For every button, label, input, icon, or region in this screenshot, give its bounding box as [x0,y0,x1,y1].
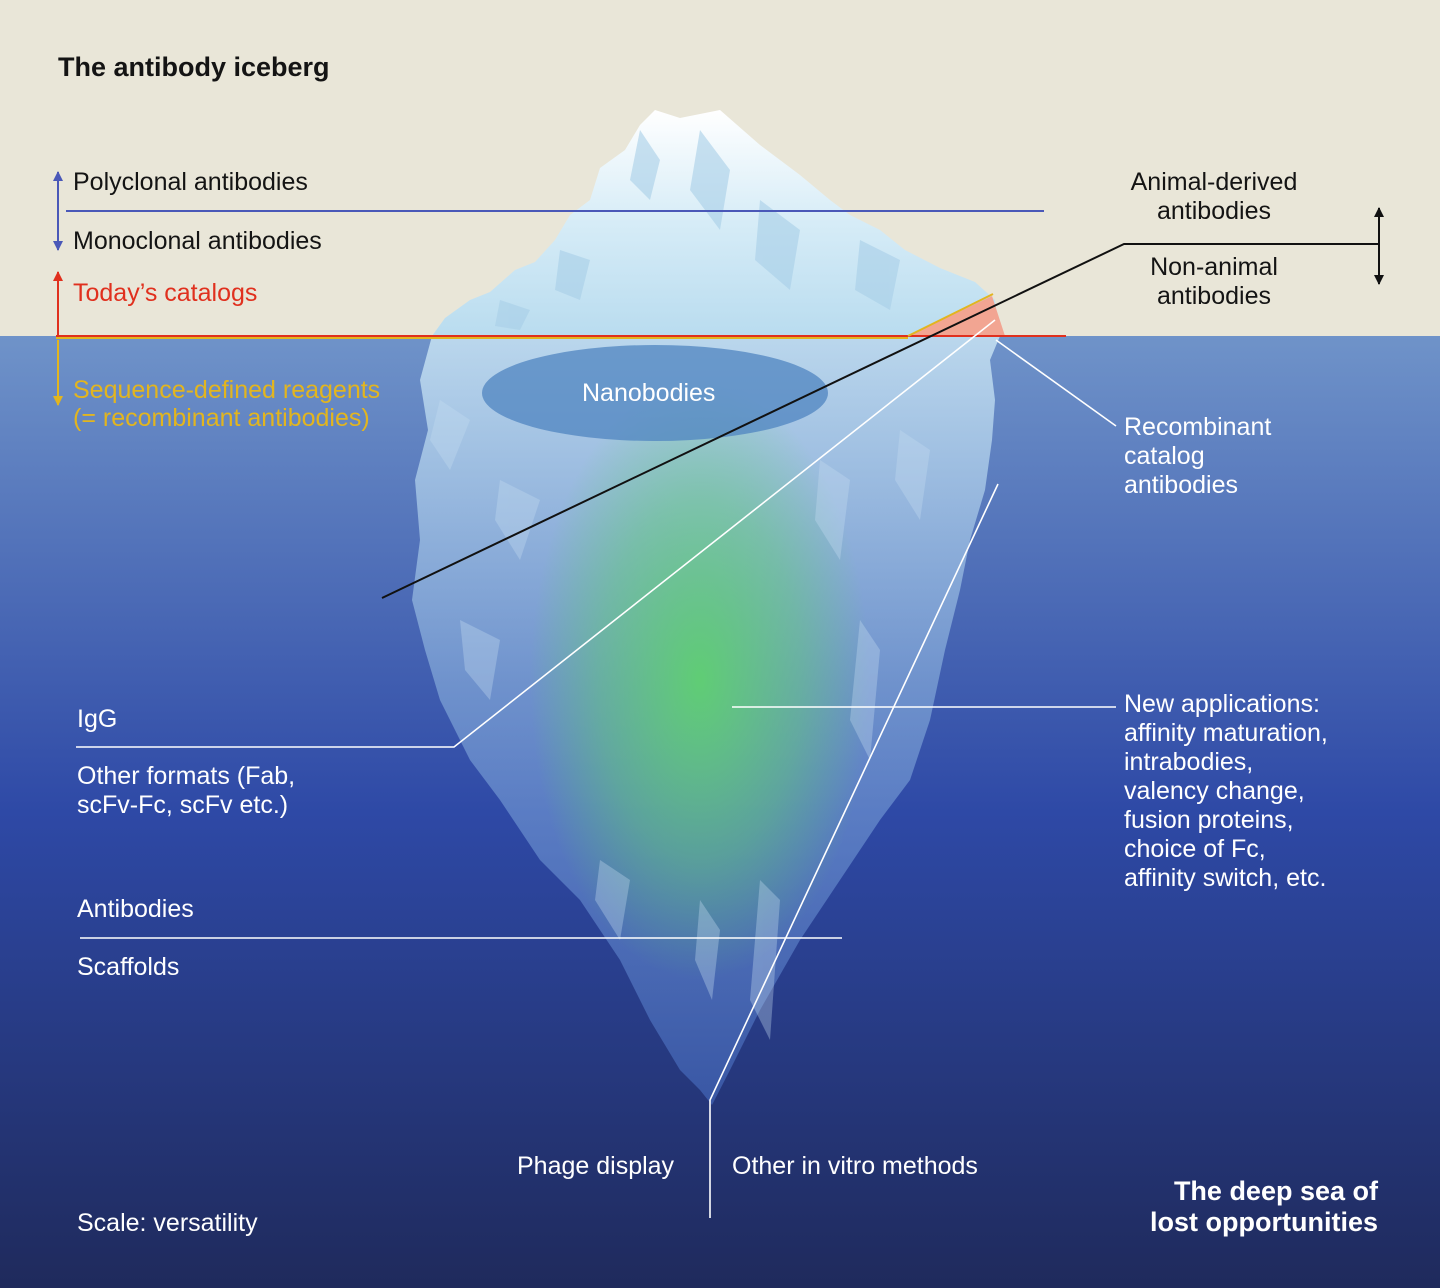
recombinant-catalog-leader [995,339,1117,427]
label-non-animal-1: Non-animal [1150,253,1278,281]
label-todays-catalogs: Today’s catalogs [73,279,258,307]
label-other-formats: Other formats (Fab, scFv-Fc, scFv etc.) [77,762,296,819]
sequence-defined-diagonal [907,293,994,337]
recombinant-catalog-wedge [908,296,1005,336]
label-non-animal-2: antibodies [1157,282,1271,310]
label-igg: IgG [77,705,118,733]
ice-facets [495,130,900,330]
label-nanobodies: Nanobodies [582,379,716,407]
label-scaffolds: Scaffolds [77,953,180,981]
label-other-in-vitro: Other in vitro methods [732,1152,978,1180]
label-scale: Scale: versatility [77,1209,258,1237]
label-animal-derived-1: Animal-derived [1130,168,1298,196]
nanobodies-ellipse [482,345,828,441]
label-phage-display: Phage display [517,1152,675,1180]
label-monoclonal: Monoclonal antibodies [73,227,322,255]
label-recombinant-catalog: Recombinant catalog antibodies [1124,413,1272,499]
phage-display-divider [709,483,999,1218]
igg-other-formats-divider [76,319,996,748]
label-antibodies: Antibodies [77,895,194,923]
label-sequence-defined-1: Sequence-defined reagents [73,376,381,404]
label-polyclonal: Polyclonal antibodies [73,168,308,196]
page-title: The antibody iceberg [58,52,330,82]
green-glow [530,380,870,980]
animal-nonanimal-divider [381,243,1378,599]
label-new-applications: New applications: affinity maturation, i… [1124,690,1328,892]
ice-streaks [430,400,930,1040]
label-deep-sea: The deep sea of lost opportunities [1150,1176,1378,1237]
label-animal-derived-2: antibodies [1157,197,1271,225]
label-sequence-defined-2: (= recombinant antibodies) [73,404,370,432]
